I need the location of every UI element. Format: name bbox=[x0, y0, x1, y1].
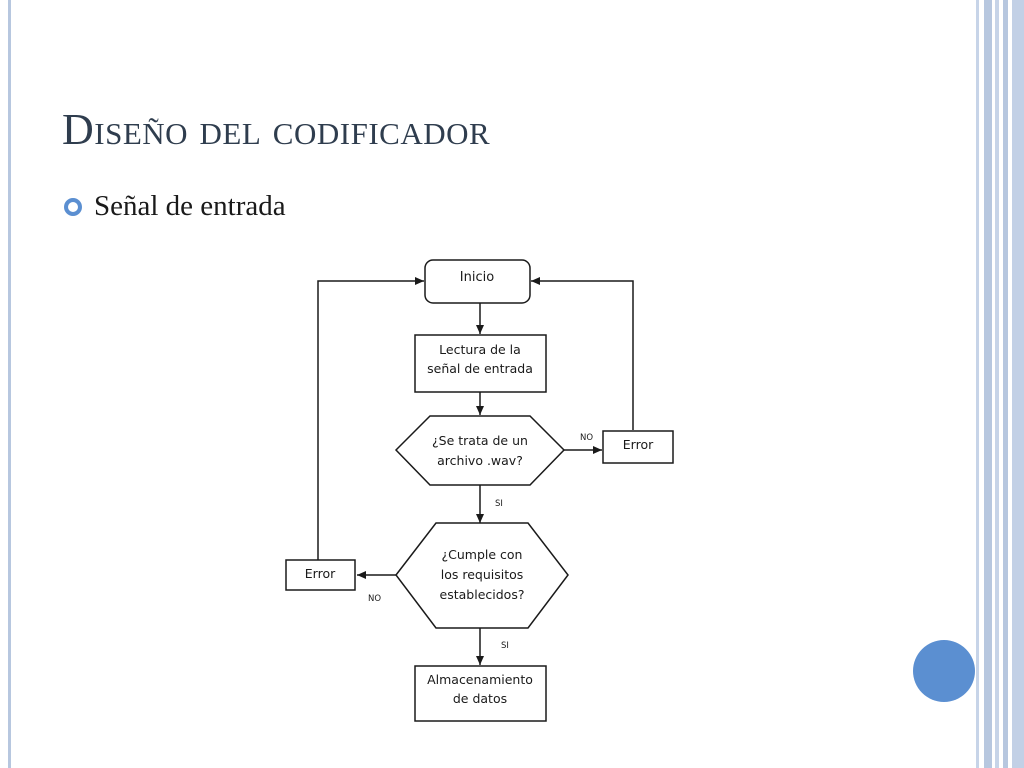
node-decision-req-line2: los requisitos bbox=[441, 567, 524, 582]
node-inicio-label: Inicio bbox=[460, 270, 494, 285]
decor-circle bbox=[913, 640, 975, 702]
node-almacenamiento bbox=[414, 665, 547, 722]
edge-error-right-loop bbox=[531, 277, 634, 430]
node-decision-req-line3: establecidos? bbox=[440, 587, 525, 602]
node-inicio bbox=[424, 259, 531, 304]
edge-label-si-req: SI bbox=[501, 641, 509, 651]
node-error-right bbox=[602, 430, 674, 464]
node-decision-wav bbox=[394, 415, 566, 486]
node-almacenamiento-line2: de datos bbox=[453, 691, 507, 706]
node-decision-wav-line1: ¿Se trata de un bbox=[432, 433, 528, 448]
node-almacenamiento-line1: Almacenamiento bbox=[427, 672, 533, 687]
bullet-ring-icon bbox=[64, 197, 82, 216]
edge-label-si-wav: SI bbox=[495, 499, 503, 509]
node-lectura-line1: Lectura de la bbox=[439, 342, 521, 357]
right-decor-bar bbox=[976, 0, 979, 768]
node-decision-wav-line2: archivo .wav? bbox=[437, 453, 523, 468]
node-decision-req-line1: ¿Cumple con bbox=[442, 547, 523, 562]
bullet-item: Señal de entrada bbox=[64, 190, 286, 223]
left-border-rule bbox=[8, 0, 11, 768]
slide-title: Diseño del codificador bbox=[62, 105, 491, 154]
node-decision-req bbox=[395, 522, 569, 629]
right-decor-bar bbox=[995, 0, 999, 768]
edge-error-left-loop bbox=[317, 277, 424, 560]
right-decor-bar bbox=[1012, 0, 1024, 768]
node-lectura-line2: señal de entrada bbox=[427, 361, 533, 376]
edge-label-no-req: NO bbox=[368, 594, 381, 604]
bullet-text: Señal de entrada bbox=[94, 190, 286, 222]
node-error-left-label: Error bbox=[305, 566, 336, 581]
node-lectura bbox=[414, 334, 547, 393]
node-error-right-label: Error bbox=[623, 437, 654, 452]
edge-label-no-wav: NO bbox=[580, 433, 593, 443]
node-error-left bbox=[285, 559, 356, 591]
right-decor-bar bbox=[984, 0, 992, 768]
right-decor-bar bbox=[1003, 0, 1008, 768]
